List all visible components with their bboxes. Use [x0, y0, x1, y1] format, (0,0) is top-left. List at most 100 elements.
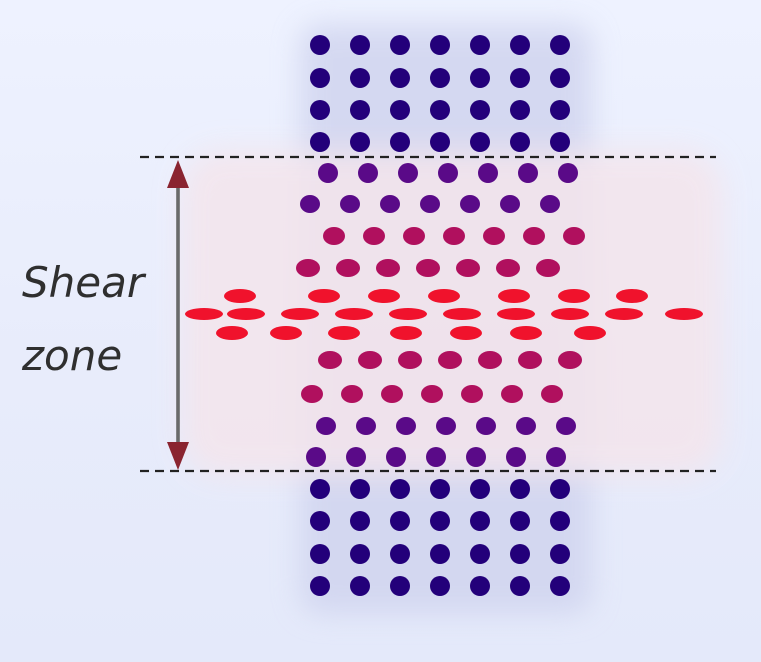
- unsheared-particle-bottom: [470, 511, 490, 531]
- unsheared-particle-bottom: [430, 479, 450, 499]
- shear-zone-particle: [428, 289, 460, 303]
- shear-zone-particle: [363, 227, 385, 245]
- shear-zone-particle: [558, 163, 578, 183]
- unsheared-particle-bottom: [470, 576, 490, 596]
- unsheared-particle-bottom: [390, 511, 410, 531]
- shear-zone-particle: [450, 326, 482, 340]
- shear-zone-particle: [376, 259, 400, 277]
- shear-zone-particle: [516, 417, 536, 435]
- unsheared-particle-bottom: [550, 479, 570, 499]
- unsheared-particle-bottom: [310, 576, 330, 596]
- unsheared-particle-bottom: [510, 576, 530, 596]
- unsheared-particle-top: [390, 132, 410, 152]
- shear-zone-particle: [185, 308, 223, 320]
- shear-zone-particle: [558, 351, 582, 369]
- shear-zone-particle: [356, 417, 376, 435]
- unsheared-particle-bottom: [470, 544, 490, 564]
- unsheared-particle-bottom: [350, 511, 370, 531]
- unsheared-particle-bottom: [390, 479, 410, 499]
- unsheared-particle-bottom: [350, 479, 370, 499]
- unsheared-particle-top: [510, 68, 530, 88]
- shear-zone-particle: [498, 289, 530, 303]
- shear-zone-particle: [460, 195, 480, 213]
- unsheared-particle-top: [550, 132, 570, 152]
- shear-zone-particle: [558, 289, 590, 303]
- shear-zone-particle: [389, 308, 427, 320]
- shear-zone-particle: [540, 195, 560, 213]
- unsheared-particle-bottom: [350, 544, 370, 564]
- shear-zone-particle: [398, 351, 422, 369]
- unsheared-particle-top: [350, 68, 370, 88]
- shear-zone-particle: [466, 447, 486, 467]
- shear-zone-particle: [510, 326, 542, 340]
- shear-zone-particle: [368, 289, 400, 303]
- unsheared-particle-bottom: [470, 479, 490, 499]
- shear-zone-particle: [300, 195, 320, 213]
- shear-zone-particle: [396, 417, 416, 435]
- shear-zone-particle: [420, 195, 440, 213]
- shear-zone-particle: [403, 227, 425, 245]
- shear-zone-particle: [456, 259, 480, 277]
- shear-zone-particle: [270, 326, 302, 340]
- shear-zone-particle: [416, 259, 440, 277]
- shear-zone-particle: [390, 326, 422, 340]
- shear-zone-particle: [306, 447, 326, 467]
- unsheared-particle-top: [310, 100, 330, 120]
- unsheared-particle-top: [310, 68, 330, 88]
- unsheared-particle-top: [510, 35, 530, 55]
- unsheared-particle-bottom: [550, 544, 570, 564]
- shear-zone-particle: [335, 308, 373, 320]
- shear-zone-particle: [665, 308, 703, 320]
- shear-zone-particle: [328, 326, 360, 340]
- shear-zone-particle: [500, 195, 520, 213]
- unsheared-particle-bottom: [430, 576, 450, 596]
- unsheared-particle-top: [470, 68, 490, 88]
- shear-zone-particle: [323, 227, 345, 245]
- shear-zone-particle: [501, 385, 523, 403]
- particle-lattice: [185, 35, 703, 596]
- unsheared-particle-bottom: [430, 511, 450, 531]
- shear-zone-particle: [616, 289, 648, 303]
- shear-zone-label-line-1: Shear: [22, 262, 144, 304]
- shear-zone-particle: [438, 351, 462, 369]
- shear-zone-particle: [478, 163, 498, 183]
- unsheared-particle-bottom: [550, 511, 570, 531]
- shear-zone-particle: [227, 308, 265, 320]
- unsheared-particle-top: [310, 132, 330, 152]
- unsheared-particle-bottom: [310, 544, 330, 564]
- shear-zone-particle: [296, 259, 320, 277]
- shear-zone-particle: [605, 308, 643, 320]
- shear-zone-particle: [443, 308, 481, 320]
- shear-zone-particle: [563, 227, 585, 245]
- unsheared-particle-top: [350, 35, 370, 55]
- unsheared-particle-top: [550, 100, 570, 120]
- unsheared-particle-top: [550, 68, 570, 88]
- shear-zone-particle: [308, 289, 340, 303]
- unsheared-particle-bottom: [390, 544, 410, 564]
- unsheared-particle-top: [310, 35, 330, 55]
- shear-zone-particle: [546, 447, 566, 467]
- shear-zone-particle: [224, 289, 256, 303]
- shear-zone-particle: [346, 447, 366, 467]
- shear-zone-particle: [281, 308, 319, 320]
- shear-zone-particle: [443, 227, 465, 245]
- shear-zone-particle: [318, 163, 338, 183]
- shear-zone-particle: [506, 447, 526, 467]
- shear-zone-particle: [421, 385, 443, 403]
- unsheared-particle-bottom: [550, 576, 570, 596]
- unsheared-particle-top: [510, 132, 530, 152]
- unsheared-particle-bottom: [310, 479, 330, 499]
- shear-zone-particle: [461, 385, 483, 403]
- shear-zone-particle: [426, 447, 446, 467]
- shear-zone-label-line-2: zone: [22, 335, 122, 377]
- shear-zone-particle: [536, 259, 560, 277]
- unsheared-particle-top: [510, 100, 530, 120]
- shear-zone-particle: [381, 385, 403, 403]
- shear-zone-particle: [497, 308, 535, 320]
- unsheared-particle-bottom: [430, 544, 450, 564]
- shear-zone-particle: [476, 417, 496, 435]
- unsheared-particle-bottom: [510, 511, 530, 531]
- shear-zone-particle: [556, 417, 576, 435]
- shear-zone-particle: [336, 259, 360, 277]
